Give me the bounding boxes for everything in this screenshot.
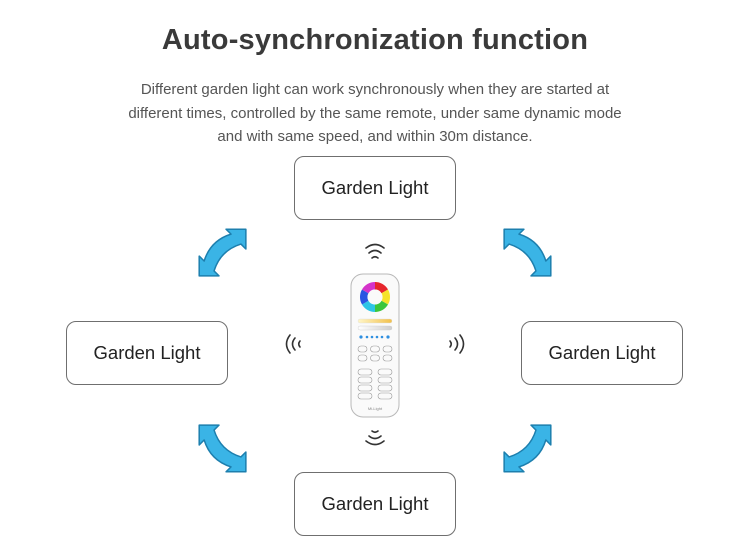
signal-wave-icon bbox=[365, 430, 385, 446]
description-line-1: Different garden light can work synchron… bbox=[140, 81, 610, 98]
description: Different garden light can work synchron… bbox=[100, 78, 650, 149]
garden-light-top: Garden Light bbox=[294, 156, 456, 220]
description-line-3: and with same speed, and within 30m dist… bbox=[217, 128, 533, 145]
description-line-2: different times, controlled by the same … bbox=[128, 104, 622, 122]
signal-wave-icon bbox=[449, 334, 465, 354]
page-title: Auto-synchronization function bbox=[161, 24, 589, 56]
garden-light-right-label: Garden Light bbox=[548, 342, 656, 363]
garden-light-bottom: Garden Light bbox=[294, 472, 456, 536]
signal-wave-icon bbox=[285, 334, 301, 354]
sync-arrow-icon bbox=[503, 228, 552, 277]
garden-light-left-label: Garden Light bbox=[93, 342, 201, 363]
garden-light-right: Garden Light bbox=[521, 321, 683, 385]
garden-light-left: Garden Light bbox=[66, 321, 228, 385]
garden-light-top-label: Garden Light bbox=[321, 177, 429, 198]
remote-brand-label: Mi-Light bbox=[368, 406, 383, 411]
sync-arrow-icon bbox=[198, 228, 247, 277]
remote-control-icon: Mi-Light bbox=[350, 273, 400, 418]
sync-arrow-icon bbox=[198, 424, 247, 473]
garden-light-bottom-label: Garden Light bbox=[321, 493, 429, 514]
sync-arrow-icon bbox=[503, 424, 552, 473]
signal-wave-icon bbox=[365, 243, 385, 259]
